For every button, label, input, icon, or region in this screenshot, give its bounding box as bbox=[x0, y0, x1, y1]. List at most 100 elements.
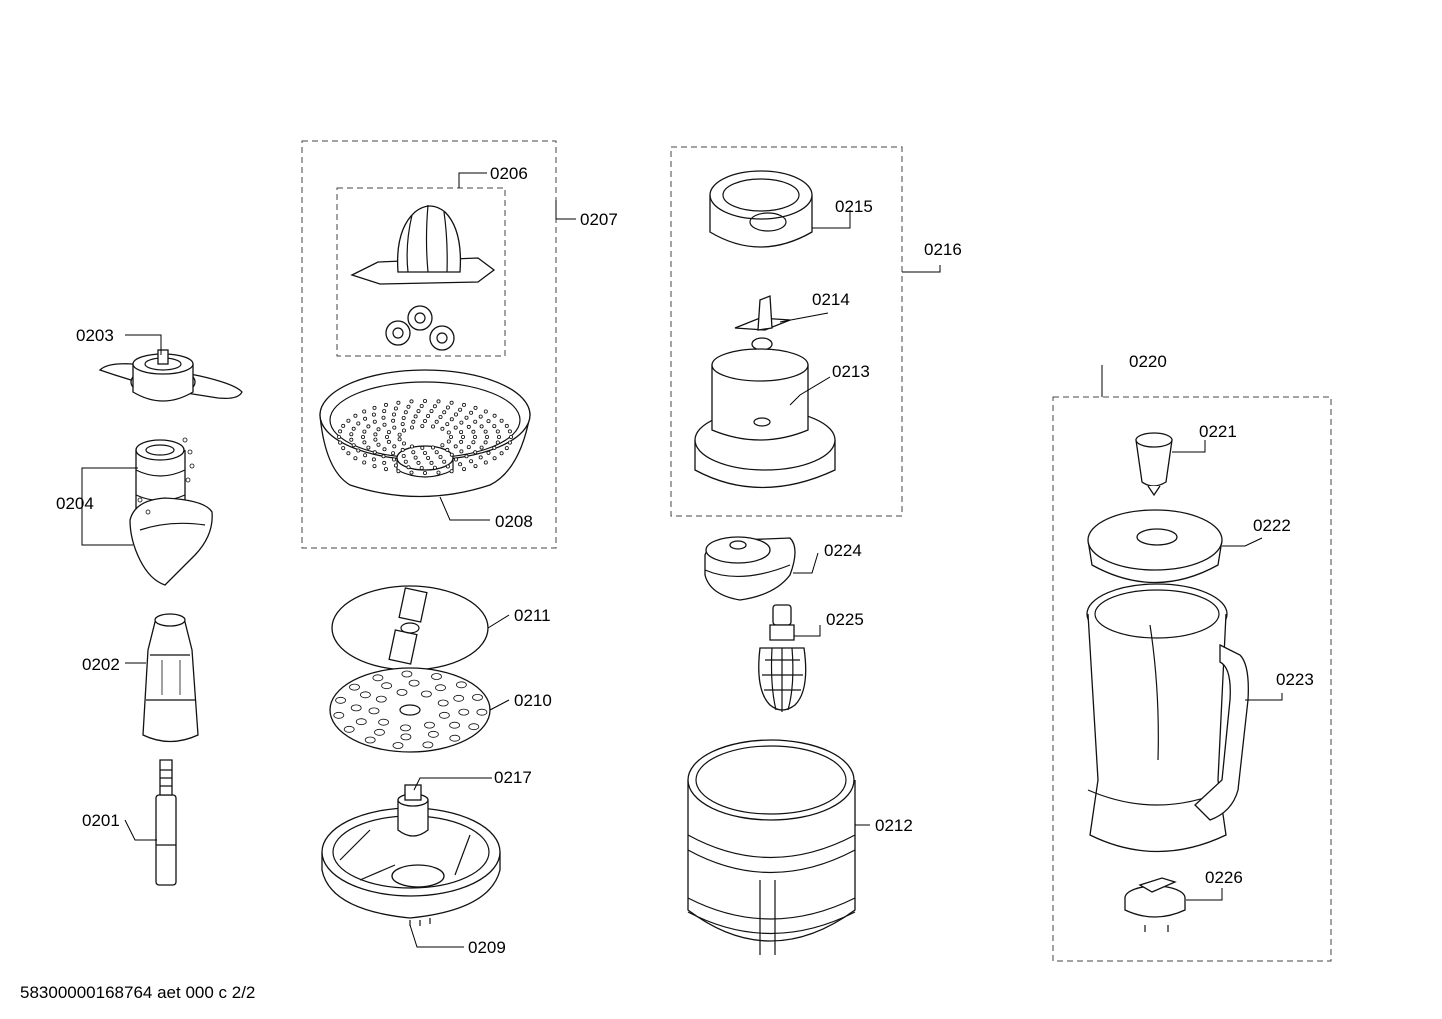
sieve-hole bbox=[383, 402, 388, 407]
part-0224-whisk-drive bbox=[704, 536, 796, 601]
sieve-hole bbox=[496, 434, 501, 439]
sieve-hole bbox=[420, 424, 425, 429]
sieve-hole bbox=[391, 418, 396, 423]
sieve-hole bbox=[492, 413, 497, 418]
sieve-hole bbox=[392, 444, 397, 449]
label-0225: 0225 bbox=[826, 610, 864, 629]
sieve-hole bbox=[401, 441, 406, 446]
grater-hole bbox=[333, 711, 345, 719]
sieve-hole bbox=[411, 419, 416, 424]
grater-hole bbox=[378, 718, 390, 726]
sieve-hole bbox=[504, 446, 509, 451]
sieve-hole bbox=[473, 405, 478, 410]
sieve-hole bbox=[507, 440, 512, 445]
part-0212-main-bowl bbox=[687, 739, 856, 955]
grater-hole bbox=[364, 736, 376, 744]
sieve-hole bbox=[432, 404, 437, 409]
sieve-hole bbox=[434, 450, 439, 455]
sieve-hole bbox=[362, 409, 367, 414]
sieve-hole bbox=[453, 457, 458, 462]
label-0207: 0207 bbox=[580, 210, 618, 229]
sieve-hole bbox=[446, 430, 451, 435]
grater-hole bbox=[392, 742, 404, 749]
sieve-hole bbox=[483, 429, 488, 434]
sieve-hole bbox=[372, 450, 377, 455]
sieve-hole bbox=[349, 437, 354, 442]
sieve-hole bbox=[371, 412, 376, 417]
sieve-hole bbox=[471, 440, 476, 445]
sieve-hole bbox=[466, 445, 471, 450]
sieve-hole bbox=[453, 412, 458, 417]
grater-hole bbox=[396, 689, 408, 696]
sieve-hole bbox=[458, 462, 463, 467]
sieve-hole bbox=[448, 434, 453, 439]
grater-hole bbox=[368, 707, 380, 715]
sieve-hole bbox=[420, 445, 425, 450]
grater-hole bbox=[449, 734, 461, 742]
sieve-hole bbox=[471, 429, 476, 434]
label-0202: 0202 bbox=[82, 655, 120, 674]
sieve-hole bbox=[434, 419, 439, 424]
grater-hole bbox=[400, 733, 412, 741]
sieve-hole bbox=[492, 445, 497, 450]
part-labels: 0203 0204 0202 0201 0206 0207 0208 0211 … bbox=[56, 164, 1314, 957]
sieve-hole bbox=[409, 425, 414, 430]
sieve-hole bbox=[473, 419, 478, 424]
sieve-hole bbox=[338, 429, 343, 434]
sieve-hole bbox=[403, 410, 408, 415]
sieve-hole bbox=[504, 423, 509, 428]
sieve-hole bbox=[362, 429, 367, 434]
sieve-hole bbox=[426, 455, 431, 460]
sieve-hole bbox=[363, 453, 368, 458]
sieve-hole bbox=[366, 424, 371, 429]
grater-hole bbox=[401, 670, 413, 678]
sieve-hole bbox=[458, 407, 463, 412]
sieve-hole bbox=[483, 460, 488, 465]
sieve-hole bbox=[459, 430, 464, 435]
sieve-hole bbox=[464, 454, 469, 459]
sieve-hole bbox=[341, 423, 346, 428]
sieve-hole bbox=[360, 434, 365, 439]
sieve-hole bbox=[391, 457, 396, 462]
sieve-hole bbox=[449, 469, 454, 474]
part-0214-mini-blade bbox=[734, 295, 791, 351]
part-0223-blender-jug bbox=[1086, 583, 1249, 853]
sieve-hole bbox=[479, 424, 484, 429]
sieve-hole bbox=[413, 455, 418, 460]
grater-hole bbox=[424, 721, 435, 729]
sieve-hole bbox=[419, 403, 424, 408]
part-0210-grating-disc bbox=[329, 667, 491, 753]
group-box-0216 bbox=[670, 146, 903, 517]
part-0221-measuring-cup bbox=[1135, 432, 1173, 497]
sieve-hole bbox=[416, 460, 421, 465]
grater-hole bbox=[438, 711, 450, 719]
sieve-hole bbox=[459, 449, 464, 454]
label-0217: 0217 bbox=[494, 768, 532, 787]
sieve-hole bbox=[362, 440, 367, 445]
sieve-hole bbox=[356, 448, 361, 453]
sieve-hole bbox=[393, 406, 398, 411]
label-0216: 0216 bbox=[924, 240, 962, 259]
sieve-hole bbox=[353, 413, 358, 418]
grater-hole bbox=[422, 741, 434, 749]
sieve-hole bbox=[449, 417, 454, 422]
sieve-hole bbox=[392, 425, 397, 430]
sieve-hole bbox=[406, 465, 411, 470]
sieve-hole bbox=[401, 453, 406, 458]
sieve-hole bbox=[381, 454, 386, 459]
grater-hole bbox=[437, 699, 449, 707]
sieve-hole bbox=[409, 399, 414, 404]
sieve-hole bbox=[376, 442, 381, 447]
grater-hole bbox=[455, 681, 467, 689]
label-0213: 0213 bbox=[832, 362, 870, 381]
label-0210: 0210 bbox=[514, 691, 552, 710]
sieve-hole bbox=[446, 439, 451, 444]
sieve-hole bbox=[401, 428, 406, 433]
grater-hole bbox=[408, 679, 420, 687]
grater-hole bbox=[335, 696, 347, 704]
sieve-hole bbox=[461, 402, 466, 407]
sieve-hole bbox=[391, 412, 396, 417]
label-0206: 0206 bbox=[490, 164, 528, 183]
label-0223: 0223 bbox=[1276, 670, 1314, 689]
sieve-hole bbox=[449, 400, 454, 405]
